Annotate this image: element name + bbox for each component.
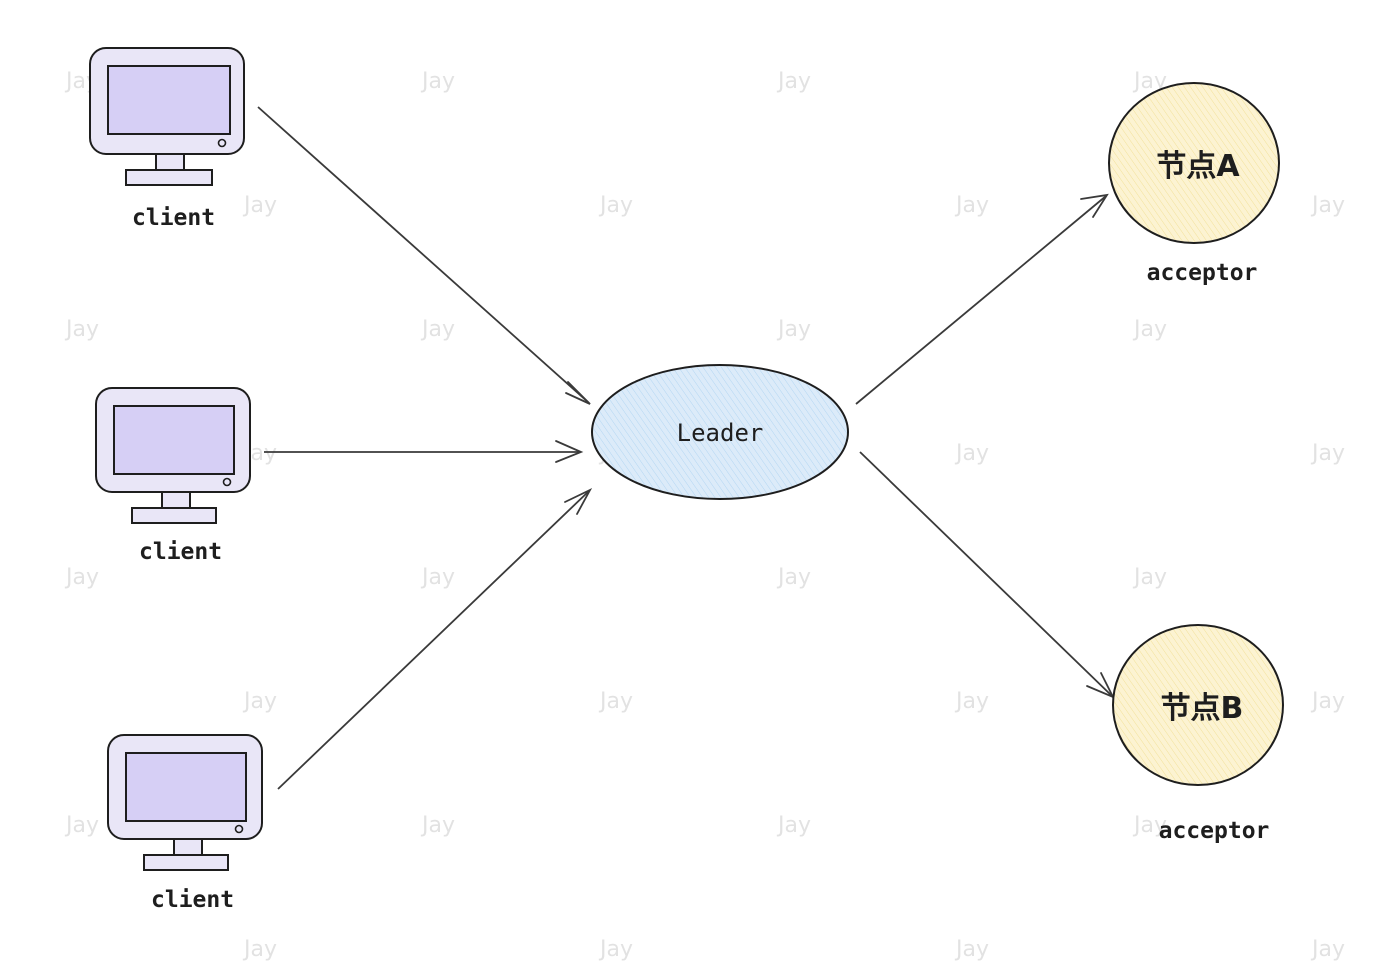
arrowhead <box>555 440 584 463</box>
monitor-base <box>131 507 217 524</box>
watermark: Jay <box>1132 813 1167 838</box>
acceptor-b-role-label: acceptor <box>1159 818 1270 844</box>
watermark: Jay <box>242 937 277 962</box>
watermark: Jay <box>64 565 99 590</box>
watermark: Jay <box>420 69 455 94</box>
monitor-stand <box>161 491 191 509</box>
arrowhead <box>565 381 591 405</box>
watermark: Jay <box>776 69 811 94</box>
acceptor-a-role-label: acceptor <box>1147 260 1258 286</box>
watermark: Jay <box>1132 317 1167 342</box>
monitor-base <box>125 169 213 186</box>
watermark: Jay <box>242 689 277 714</box>
watermark: Jay <box>64 813 99 838</box>
watermark: Jay <box>1310 937 1345 962</box>
monitor-screen-border <box>125 752 247 822</box>
watermark: Jay <box>242 193 277 218</box>
watermarks: Jay Jay Jay Jay Jay Jay Jay Jay Jay Jay … <box>64 69 1345 962</box>
client-node <box>95 387 251 524</box>
leader-hatch <box>592 365 848 499</box>
watermark: Jay <box>598 937 633 962</box>
leader-border <box>591 364 849 500</box>
leader-label: Leader <box>677 419 764 447</box>
monitor-screen <box>107 65 231 135</box>
watermark: Jay <box>954 441 989 466</box>
watermark: Jay <box>1310 689 1345 714</box>
client-label: client <box>151 887 234 913</box>
edges <box>257 106 1115 790</box>
power-led <box>234 824 244 834</box>
monitor-screen <box>113 405 235 475</box>
monitor-base <box>143 854 229 871</box>
watermark: Jay <box>420 565 455 590</box>
acceptor-node-b: 节点B <box>1112 624 1284 786</box>
power-led <box>222 477 232 487</box>
power-led <box>217 138 227 148</box>
client-label: client <box>132 205 215 231</box>
edge-client1-leader <box>257 106 590 404</box>
edge-client3-leader <box>277 490 590 790</box>
acceptor-b-hatch <box>1113 625 1283 785</box>
watermark: Jay <box>776 565 811 590</box>
watermark: Jay <box>64 317 99 342</box>
watermark: Jay <box>954 689 989 714</box>
client-label: client <box>139 539 222 565</box>
acceptor-a-hatch <box>1109 83 1279 243</box>
watermark: Jay <box>776 813 811 838</box>
monitor-screen-border <box>107 65 231 135</box>
monitor-stand <box>155 153 185 171</box>
edge-leader-nodeA <box>855 195 1107 405</box>
watermark: Jay <box>420 317 455 342</box>
watermark: Jay <box>954 193 989 218</box>
watermark: Jay <box>776 317 811 342</box>
acceptor-node-a: 节点A <box>1108 82 1280 244</box>
monitor-screen <box>125 752 247 822</box>
watermark: Jay <box>954 937 989 962</box>
arrowhead <box>1080 193 1109 218</box>
client-node <box>107 734 263 871</box>
watermark: Jay <box>1310 441 1345 466</box>
monitor-stand <box>173 838 203 856</box>
node-b-title: 节点B <box>1161 691 1244 726</box>
watermark: Jay <box>598 689 633 714</box>
client-node <box>89 47 245 186</box>
leader-node: Leader <box>591 364 849 500</box>
watermark: Jay <box>598 193 633 218</box>
watermark: Jay <box>1132 565 1167 590</box>
monitor-screen-border <box>113 405 235 475</box>
watermark: Jay <box>1310 193 1345 218</box>
acceptor-a-border <box>1108 82 1280 244</box>
node-a-title: 节点A <box>1156 149 1240 184</box>
edge-leader-nodeB <box>859 451 1113 697</box>
watermark: Jay <box>420 813 455 838</box>
acceptor-b-border <box>1112 624 1284 786</box>
arrowhead <box>564 487 593 515</box>
